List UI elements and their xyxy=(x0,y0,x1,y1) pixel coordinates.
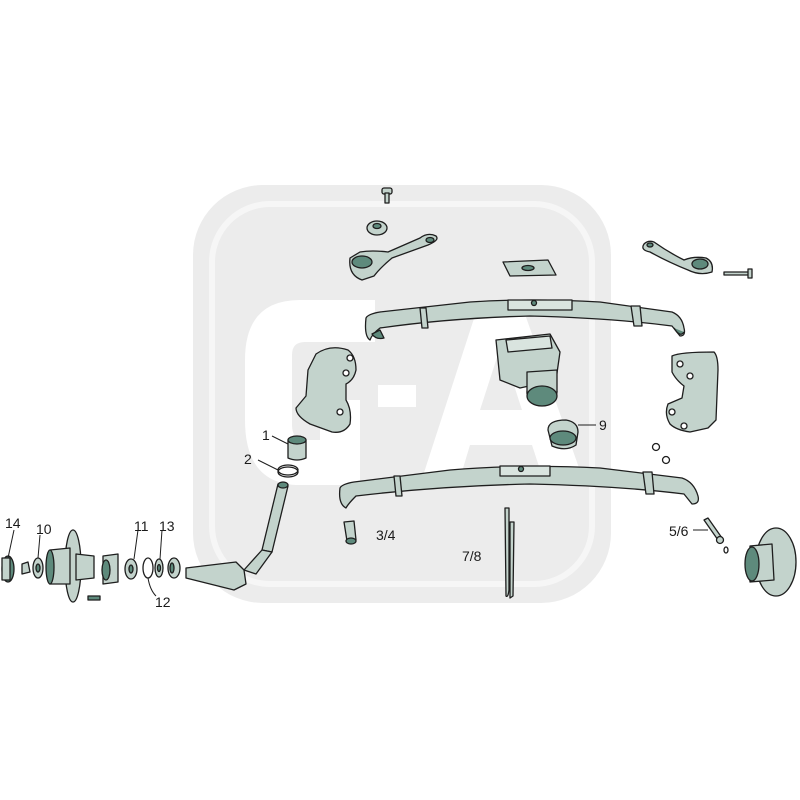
steering-arm-right xyxy=(642,240,714,275)
nut-part xyxy=(21,561,31,575)
callout-12: 12 xyxy=(155,594,171,610)
watermark-logo xyxy=(193,185,611,603)
callout-5-6: 5/6 xyxy=(669,523,689,539)
callout-11: 11 xyxy=(134,518,149,534)
parts xyxy=(1,187,797,603)
callout-9: 9 xyxy=(599,417,607,433)
bearing-race xyxy=(101,553,119,585)
callout-1: 1 xyxy=(262,427,270,443)
hub-left xyxy=(45,529,95,603)
callout-2: 2 xyxy=(244,451,252,467)
axle-bushing-9 xyxy=(547,419,579,450)
seal-13 xyxy=(154,558,164,578)
wheel-stud xyxy=(87,595,101,601)
spring-hanger-left xyxy=(295,347,357,433)
callout-10: 10 xyxy=(36,521,52,537)
cotter-pin-7-8 xyxy=(504,507,515,599)
hub-cap-14 xyxy=(1,555,15,583)
washer-part xyxy=(366,220,388,236)
leaf-spring-upper xyxy=(364,299,686,341)
bolt-5-6 xyxy=(703,517,729,554)
king-pin-bushing-1 xyxy=(287,435,307,461)
leader-lines xyxy=(7,424,708,597)
steering-arm-left xyxy=(349,233,438,281)
leaf-spring-lower xyxy=(338,465,700,509)
callout-13: 13 xyxy=(159,518,175,534)
callout-7-8: 7/8 xyxy=(462,548,482,564)
axle-bracket xyxy=(495,333,561,407)
o-ring-12 xyxy=(142,557,154,579)
stub-axle xyxy=(185,481,289,591)
callout-3-4: 3/4 xyxy=(376,527,396,543)
screw-part xyxy=(381,187,393,204)
bearing-11 xyxy=(124,558,138,580)
shackle-pin-3-4 xyxy=(343,520,357,545)
callout-14: 14 xyxy=(5,515,21,531)
spring-hanger-right xyxy=(665,351,719,433)
bearing-10 xyxy=(32,557,44,579)
plate-part xyxy=(502,259,557,277)
hub-right xyxy=(744,527,797,597)
spacer-part xyxy=(167,557,181,579)
pin-part xyxy=(723,268,753,279)
